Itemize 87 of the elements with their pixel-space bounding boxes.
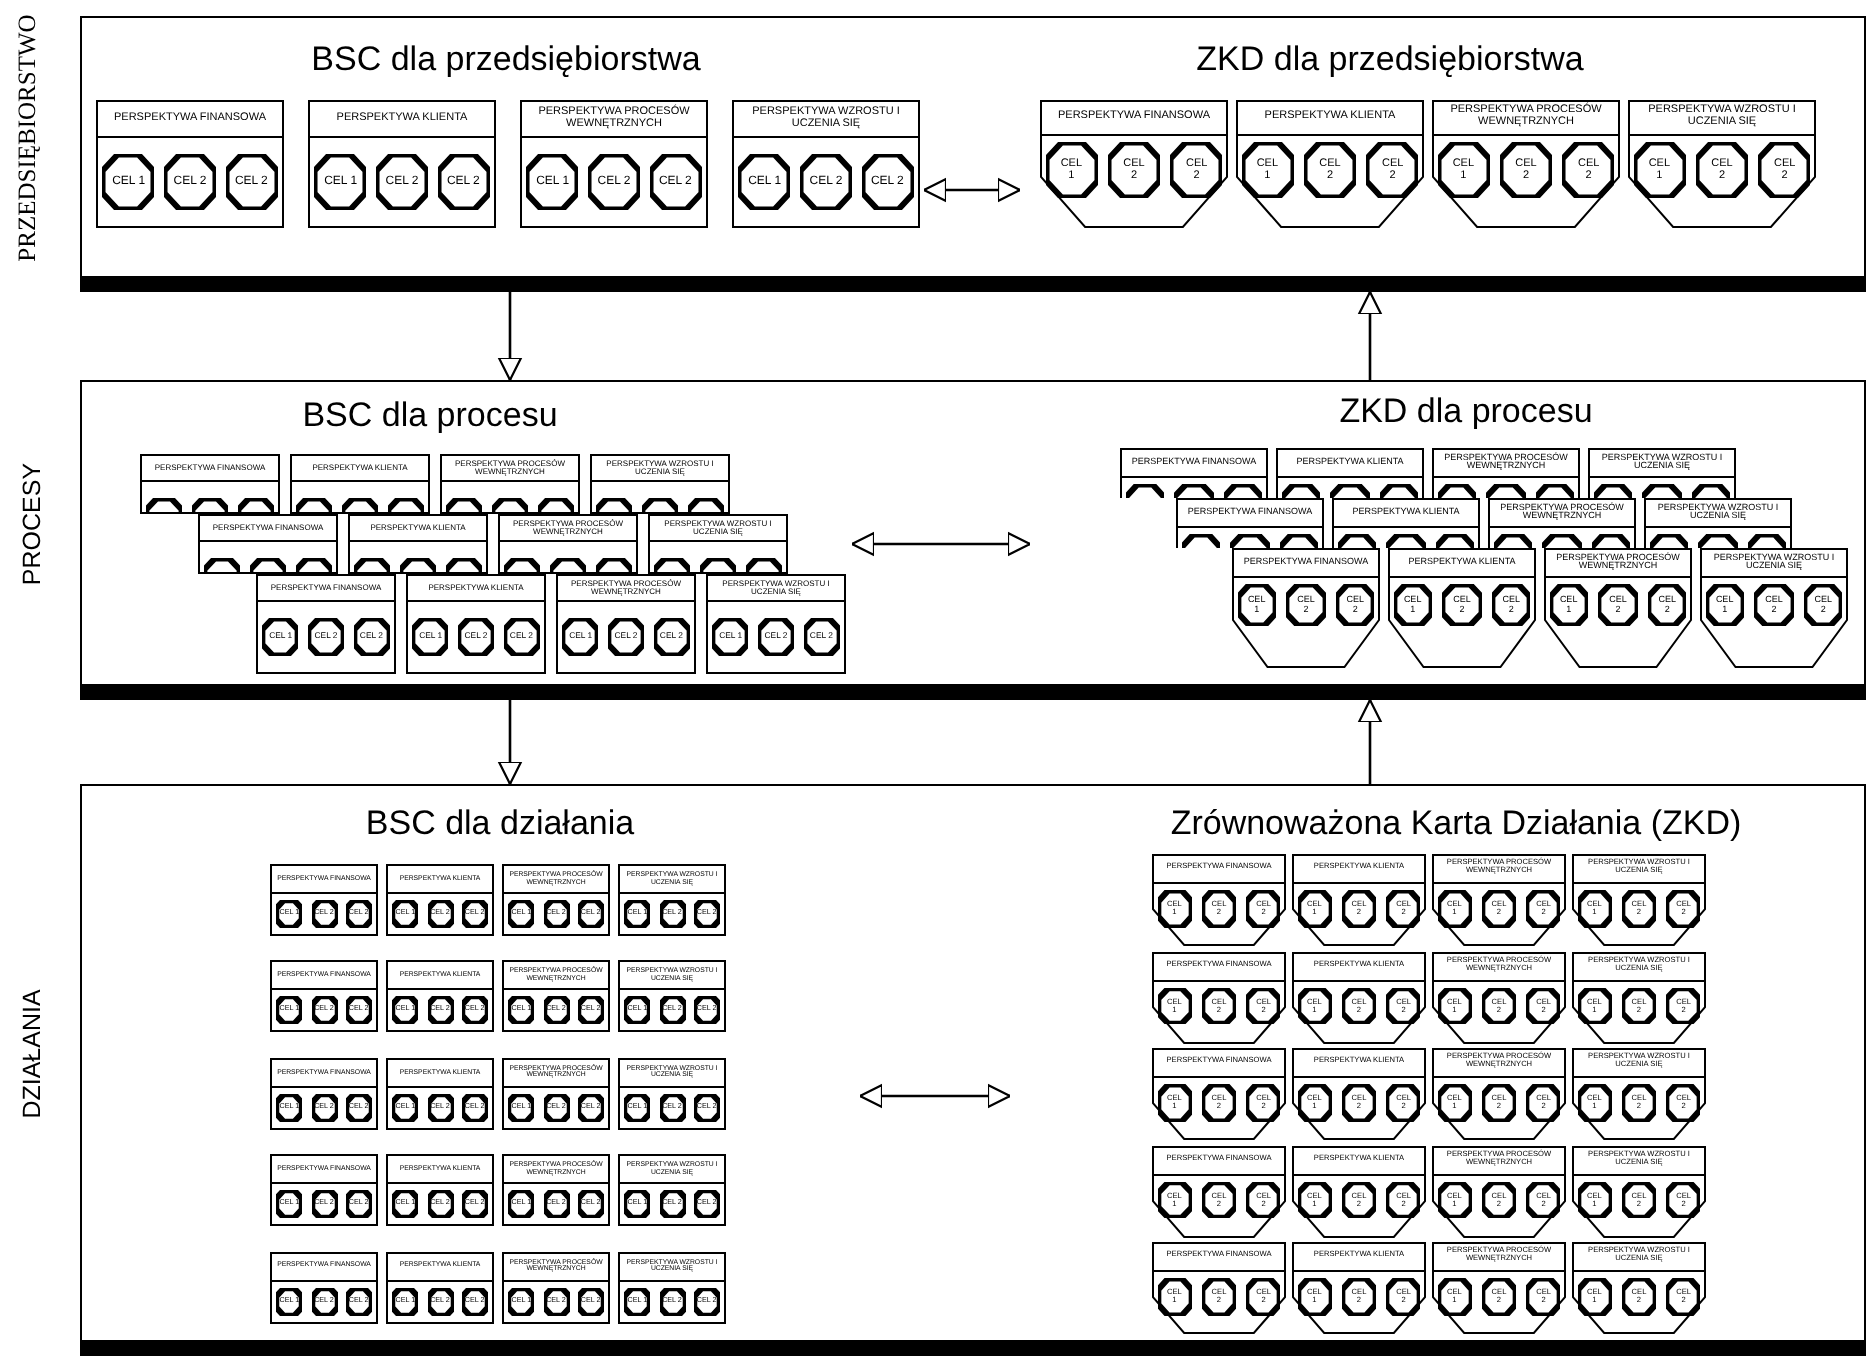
perspective-card xyxy=(1572,951,1706,1043)
arrow xyxy=(858,1083,1012,1109)
perspective-card xyxy=(96,100,284,228)
perspective-card xyxy=(140,454,280,514)
level-label: PROCESY xyxy=(18,462,46,586)
section-title: BSC dla działania xyxy=(365,804,635,844)
perspective-card xyxy=(618,1057,726,1130)
perspective-card xyxy=(1628,100,1816,228)
perspective-card xyxy=(618,864,726,936)
perspective-card xyxy=(386,1154,494,1227)
section-title: ZKD dla procesu xyxy=(1339,392,1593,432)
perspective-card xyxy=(270,1057,378,1130)
perspective-card xyxy=(706,574,846,674)
perspective-card xyxy=(618,1154,726,1227)
section-title: BSC dla przedsiębiorstwa xyxy=(311,40,701,80)
perspective-card xyxy=(1572,1145,1706,1237)
perspective-card xyxy=(1152,1145,1286,1237)
perspective-card xyxy=(1572,1242,1706,1334)
perspective-card xyxy=(1432,854,1566,946)
perspective-card xyxy=(386,960,494,1033)
perspective-card xyxy=(1432,951,1566,1043)
level-band xyxy=(80,16,1866,292)
perspective-card xyxy=(502,864,610,936)
perspective-card xyxy=(348,514,488,574)
perspective-card xyxy=(1152,951,1286,1043)
perspective-card xyxy=(1152,1048,1286,1140)
perspective-card xyxy=(1588,448,1736,498)
section-title: BSC dla procesu xyxy=(302,396,558,436)
perspective-card xyxy=(502,960,610,1033)
perspective-card xyxy=(1152,1242,1286,1334)
arrow xyxy=(1357,698,1383,784)
perspective-card xyxy=(1276,448,1424,498)
perspective-card xyxy=(386,1057,494,1130)
perspective-card xyxy=(1292,1242,1426,1334)
perspective-card xyxy=(1432,100,1620,228)
perspective-card xyxy=(406,574,546,674)
perspective-card xyxy=(386,1251,494,1324)
perspective-card xyxy=(556,574,696,674)
perspective-card xyxy=(270,864,378,936)
perspective-card xyxy=(732,100,920,228)
perspective-card xyxy=(1176,498,1324,548)
perspective-card xyxy=(648,514,788,574)
perspective-card xyxy=(498,514,638,574)
perspective-card xyxy=(1292,1048,1426,1140)
perspective-card xyxy=(502,1154,610,1227)
perspective-card xyxy=(270,1154,378,1227)
arrow xyxy=(497,292,523,382)
perspective-card xyxy=(1292,1145,1426,1237)
perspective-card xyxy=(1644,498,1792,548)
perspective-card xyxy=(1292,854,1426,946)
perspective-card xyxy=(502,1057,610,1130)
perspective-card xyxy=(1040,100,1228,228)
arrow xyxy=(1357,290,1383,380)
perspective-card xyxy=(1572,1048,1706,1140)
perspective-card xyxy=(520,100,708,228)
perspective-card xyxy=(502,1251,610,1324)
perspective-card xyxy=(1152,854,1286,946)
perspective-card xyxy=(1432,448,1580,498)
level-label: DZIAŁANIA xyxy=(18,989,46,1119)
arrow xyxy=(497,700,523,786)
perspective-card xyxy=(618,960,726,1033)
arrow xyxy=(922,177,1022,203)
section-title: Zrównoważona Karta Działania (ZKD) xyxy=(1170,804,1742,844)
perspective-card xyxy=(270,960,378,1033)
perspective-card xyxy=(308,100,496,228)
perspective-card xyxy=(386,864,494,936)
perspective-card xyxy=(290,454,430,514)
perspective-card xyxy=(1432,1048,1566,1140)
perspective-card xyxy=(440,454,580,514)
level-band xyxy=(80,380,1866,700)
perspective-card xyxy=(1332,498,1480,548)
level-label: PRZEDSIĘBIORSTWO xyxy=(13,14,43,262)
level-band xyxy=(80,784,1866,1356)
perspective-card xyxy=(590,454,730,514)
perspective-card xyxy=(198,514,338,574)
perspective-card xyxy=(1432,1145,1566,1237)
perspective-card xyxy=(1292,951,1426,1043)
arrow xyxy=(850,531,1032,557)
section-title: ZKD dla przedsiębiorstwa xyxy=(1196,40,1584,80)
perspective-card xyxy=(1432,1242,1566,1334)
perspective-card xyxy=(618,1251,726,1324)
perspective-card xyxy=(1120,448,1268,498)
perspective-card xyxy=(270,1251,378,1324)
perspective-card xyxy=(1236,100,1424,228)
perspective-card xyxy=(1488,498,1636,548)
perspective-card xyxy=(256,574,396,674)
perspective-card xyxy=(1572,854,1706,946)
